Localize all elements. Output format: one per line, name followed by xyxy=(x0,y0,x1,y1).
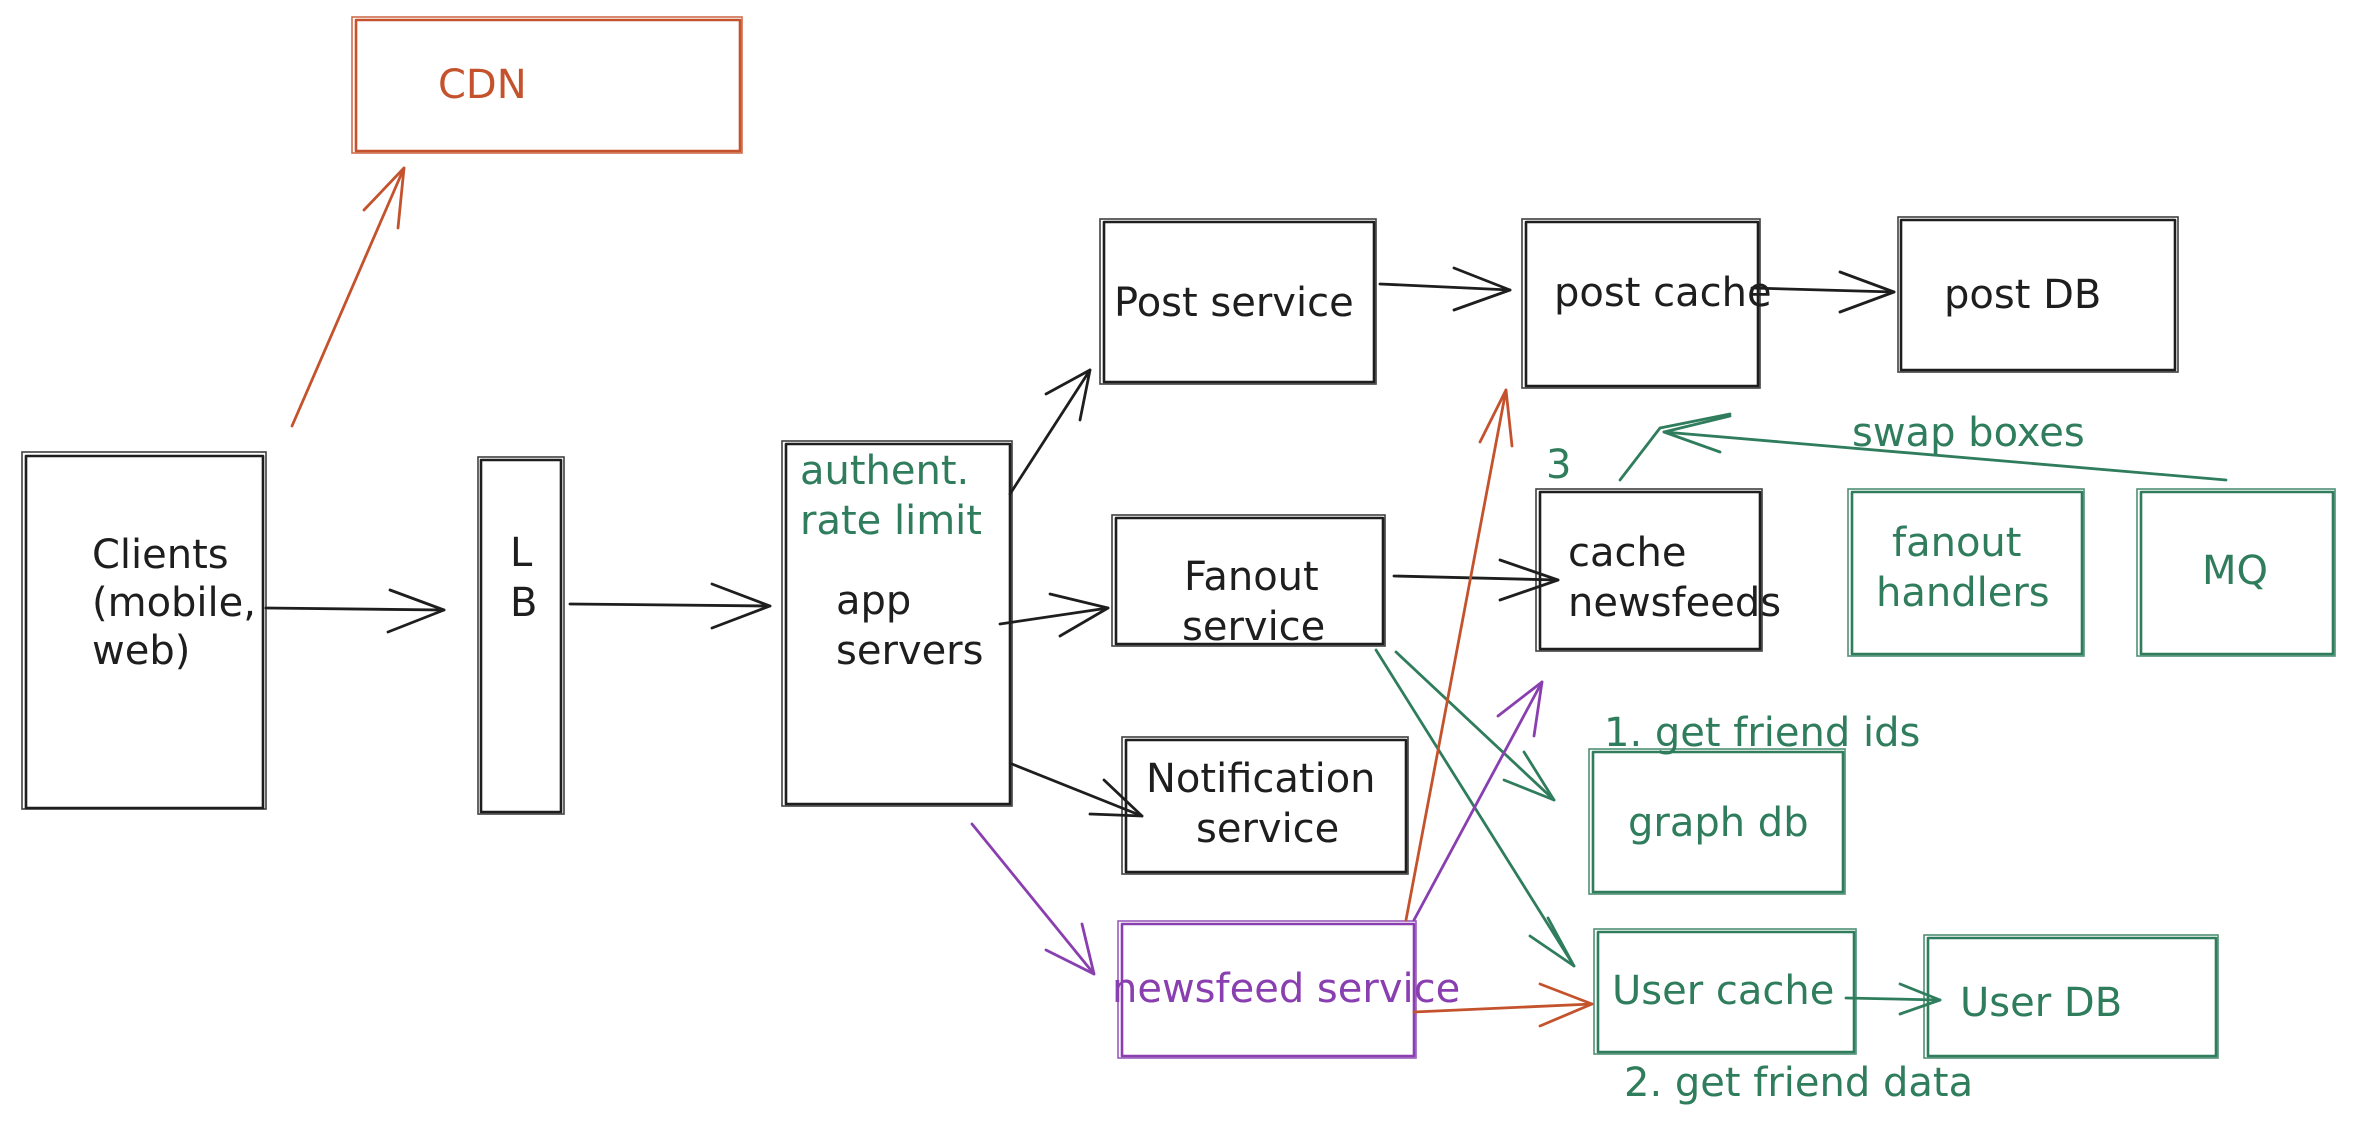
clients-label-line3: web) xyxy=(92,628,190,674)
graph-db-label: graph db xyxy=(1628,800,1809,846)
get-friend-ids-label: 1. get friend ids xyxy=(1604,710,1920,756)
rate-limit-label: rate limit xyxy=(800,498,982,544)
post-db-box xyxy=(1897,216,2179,373)
clients-label-line2: (mobile, xyxy=(92,580,256,626)
arrow-mq-to-cache-newsfeeds xyxy=(1618,412,2228,482)
post-service-label: Post service xyxy=(1114,280,1354,326)
user-db-box xyxy=(1923,934,2219,1059)
get-friend-data-label: 2. get friend data xyxy=(1624,1060,1973,1106)
clients-label-line1: Clients xyxy=(92,532,229,578)
post-cache-box xyxy=(1521,218,1761,389)
clients-box xyxy=(21,451,267,810)
fanout-handlers-label-line1: fanout xyxy=(1892,520,2021,566)
notification-service-label-line1: Notification xyxy=(1146,756,1376,802)
arrow-fanout-to-graph-db xyxy=(1394,650,1556,802)
arrow-post-service-to-post-cache xyxy=(1378,266,1512,312)
arrow-newsfeed-to-post-cache xyxy=(1404,388,1514,922)
arrow-newsfeed-to-cache-newsfeeds xyxy=(1412,680,1544,922)
app-label: app xyxy=(836,578,911,624)
graph-db-box xyxy=(1588,748,1846,895)
cache-newsfeeds-label-line2: newsfeeds xyxy=(1568,580,1781,626)
step-3-label: 3 xyxy=(1546,442,1571,488)
cdn-label: CDN xyxy=(438,62,527,108)
arrow-newsfeed-to-user-cache xyxy=(1412,982,1594,1028)
notification-service-box xyxy=(1121,736,1409,875)
arrow-lb-to-app-servers xyxy=(568,582,772,630)
arrow-fanout-to-cache-newsfeeds xyxy=(1392,558,1560,602)
swap-boxes-label: swap boxes xyxy=(1852,410,2085,456)
arrow-user-cache-to-user-db xyxy=(1844,982,1942,1016)
fanout-service-label-line2: service xyxy=(1182,604,1325,650)
arrow-app-to-fanout xyxy=(998,592,1110,638)
lb-label-line2: B xyxy=(510,580,537,626)
mq-box xyxy=(2136,488,2336,657)
arrow-post-cache-to-post-db xyxy=(1750,270,1896,314)
user-cache-box xyxy=(1593,928,1857,1055)
arrow-app-to-newsfeed-service xyxy=(970,822,1096,976)
arrow-app-to-notification xyxy=(1010,762,1144,818)
load-balancer-box xyxy=(477,456,565,815)
fanout-handlers-label-line2: handlers xyxy=(1876,570,2050,616)
arrow-clients-to-lb xyxy=(264,588,446,634)
lb-label-line1: L xyxy=(510,530,533,576)
arrow-clients-to-cdn xyxy=(290,166,406,428)
cache-newsfeeds-label-line1: cache xyxy=(1568,530,1686,576)
notification-service-label-line2: service xyxy=(1196,806,1339,852)
fanout-service-label-line1: Fanout xyxy=(1184,554,1319,600)
servers-label: servers xyxy=(836,628,983,674)
newsfeed-service-label: newsfeed service xyxy=(1112,966,1460,1012)
arrow-app-to-post-service xyxy=(1008,368,1092,496)
mq-label: MQ xyxy=(2202,548,2268,594)
user-cache-label: User cache xyxy=(1612,968,1834,1014)
user-db-label: User DB xyxy=(1960,980,2122,1026)
cache-newsfeeds-box xyxy=(1535,488,1763,652)
cdn-box xyxy=(351,16,743,154)
fanout-handlers-box xyxy=(1847,488,2085,657)
post-cache-label: post cache xyxy=(1554,270,1772,316)
authent-label: authent. xyxy=(800,448,969,494)
post-service-box xyxy=(1099,218,1377,385)
post-db-label: post DB xyxy=(1944,272,2101,318)
fanout-service-box xyxy=(1111,514,1386,647)
newsfeed-service-box xyxy=(1117,920,1417,1059)
